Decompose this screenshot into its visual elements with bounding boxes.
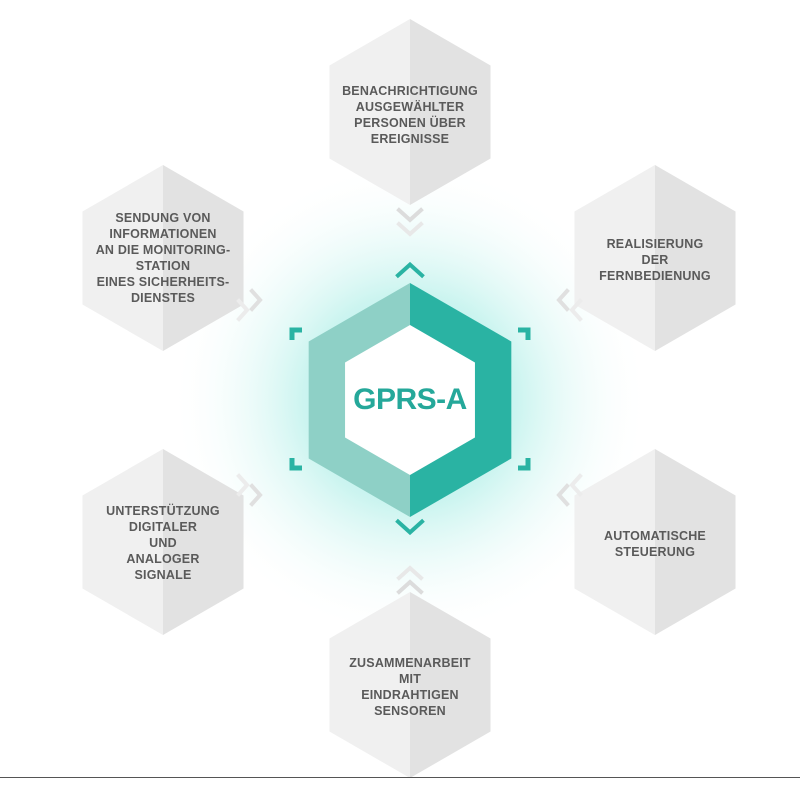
feature-label-bottom: ZUSAMMENARBEIT MIT EINDRAHTIGEN SENSOREN	[340, 655, 480, 719]
corner-bracket-icon	[518, 458, 531, 471]
label-line: INFORMATIONEN	[109, 227, 217, 241]
label-line: DER	[641, 253, 669, 267]
hexagon-right-half	[410, 592, 491, 778]
chevron-down-icon	[396, 207, 424, 223]
hexagon-top-right	[574, 165, 736, 351]
label-line: SENDUNG VON	[115, 211, 211, 225]
chevron-right-icon	[249, 483, 263, 507]
hexagon-left-half	[329, 592, 410, 778]
hexagon-bottom-left	[82, 449, 244, 635]
feature-label-bottom-right: AUTOMATISCHE STEUERUNG	[585, 528, 725, 560]
label-line: UNTERSTÜTZUNG	[106, 504, 220, 518]
chevron-right-icon	[236, 298, 250, 322]
label-line: EINES SICHERHEITS-	[96, 275, 230, 289]
label-line: STEUERUNG	[614, 545, 696, 559]
chevron-left-icon	[556, 483, 570, 507]
corner-bracket-icon	[518, 327, 531, 340]
label-line: AUSGEWÄHLTER	[355, 100, 465, 114]
label-line: SIGNALE	[134, 568, 192, 582]
label-line: EINDRAHTIGEN	[361, 688, 459, 702]
chevron-left-icon	[569, 298, 583, 322]
hexagon-left-half	[82, 449, 163, 635]
chevron-up-icon	[396, 579, 424, 595]
feature-label-top: BENACHRICHTIGUNG AUSGEWÄHLTER PERSONEN Ü…	[340, 83, 480, 147]
hexagon-right-half	[163, 165, 244, 351]
chevron-left-icon	[569, 473, 583, 497]
chevron-up-icon	[395, 261, 425, 279]
label-line: BENACHRICHTIGUNG	[342, 84, 478, 98]
label-line: DIENSTES	[130, 291, 196, 305]
feature-label-bottom-left: UNTERSTÜTZUNG DIGITALER UND ANALOGER SIG…	[93, 503, 233, 583]
center-label: GPRS-A	[353, 383, 467, 416]
hexagon-right-half	[410, 19, 491, 205]
hexagon-left-half	[574, 449, 655, 635]
label-line: ZUSAMMENARBEIT	[349, 656, 471, 670]
label-line: AUTOMATISCHE	[604, 529, 706, 543]
chevron-right-icon	[236, 473, 250, 497]
hexagon-right-half	[163, 449, 244, 635]
feature-label-top-left: SENDUNG VON INFORMATIONEN AN DIE MONITOR…	[93, 210, 233, 306]
center-hexagon-core	[345, 325, 475, 475]
label-line: PERSONEN ÜBER	[354, 116, 466, 130]
chevron-left-icon	[556, 288, 570, 312]
hexagon-right-half	[655, 165, 736, 351]
hexagon-left-half	[329, 19, 410, 205]
chevron-right-icon	[249, 288, 263, 312]
bottom-divider	[0, 777, 800, 778]
label-line: FERNBEDIENUNG	[599, 269, 711, 283]
hexagon-top	[329, 19, 491, 205]
chevron-down-icon	[395, 518, 425, 536]
label-line: UND	[149, 536, 177, 550]
hexagon-top-left	[82, 165, 244, 351]
label-line: DIGITALER	[128, 520, 198, 534]
feature-label-top-right: REALISIERUNG DER FERNBEDIENUNG	[585, 236, 725, 284]
chevron-down-icon	[396, 221, 424, 237]
label-line: EREIGNISSE	[370, 132, 450, 146]
label-line: SENSOREN	[374, 704, 446, 718]
label-line: MIT	[398, 672, 422, 686]
hexagon-bottom	[329, 592, 491, 778]
corner-bracket-icon	[289, 458, 302, 471]
hexagon-right-half	[655, 449, 736, 635]
label-line: STATION	[135, 259, 191, 273]
hexagon-bottom-right	[574, 449, 736, 635]
label-line: ANALOGER	[126, 552, 200, 566]
hexagon-left-half	[574, 165, 655, 351]
corner-bracket-icon	[289, 327, 302, 340]
hexagon-left-half	[82, 165, 163, 351]
label-line: REALISIERUNG	[606, 237, 704, 251]
chevron-up-icon	[396, 565, 424, 581]
label-line: AN DIE MONITORING-	[95, 243, 231, 257]
center-hexagon	[308, 283, 512, 517]
